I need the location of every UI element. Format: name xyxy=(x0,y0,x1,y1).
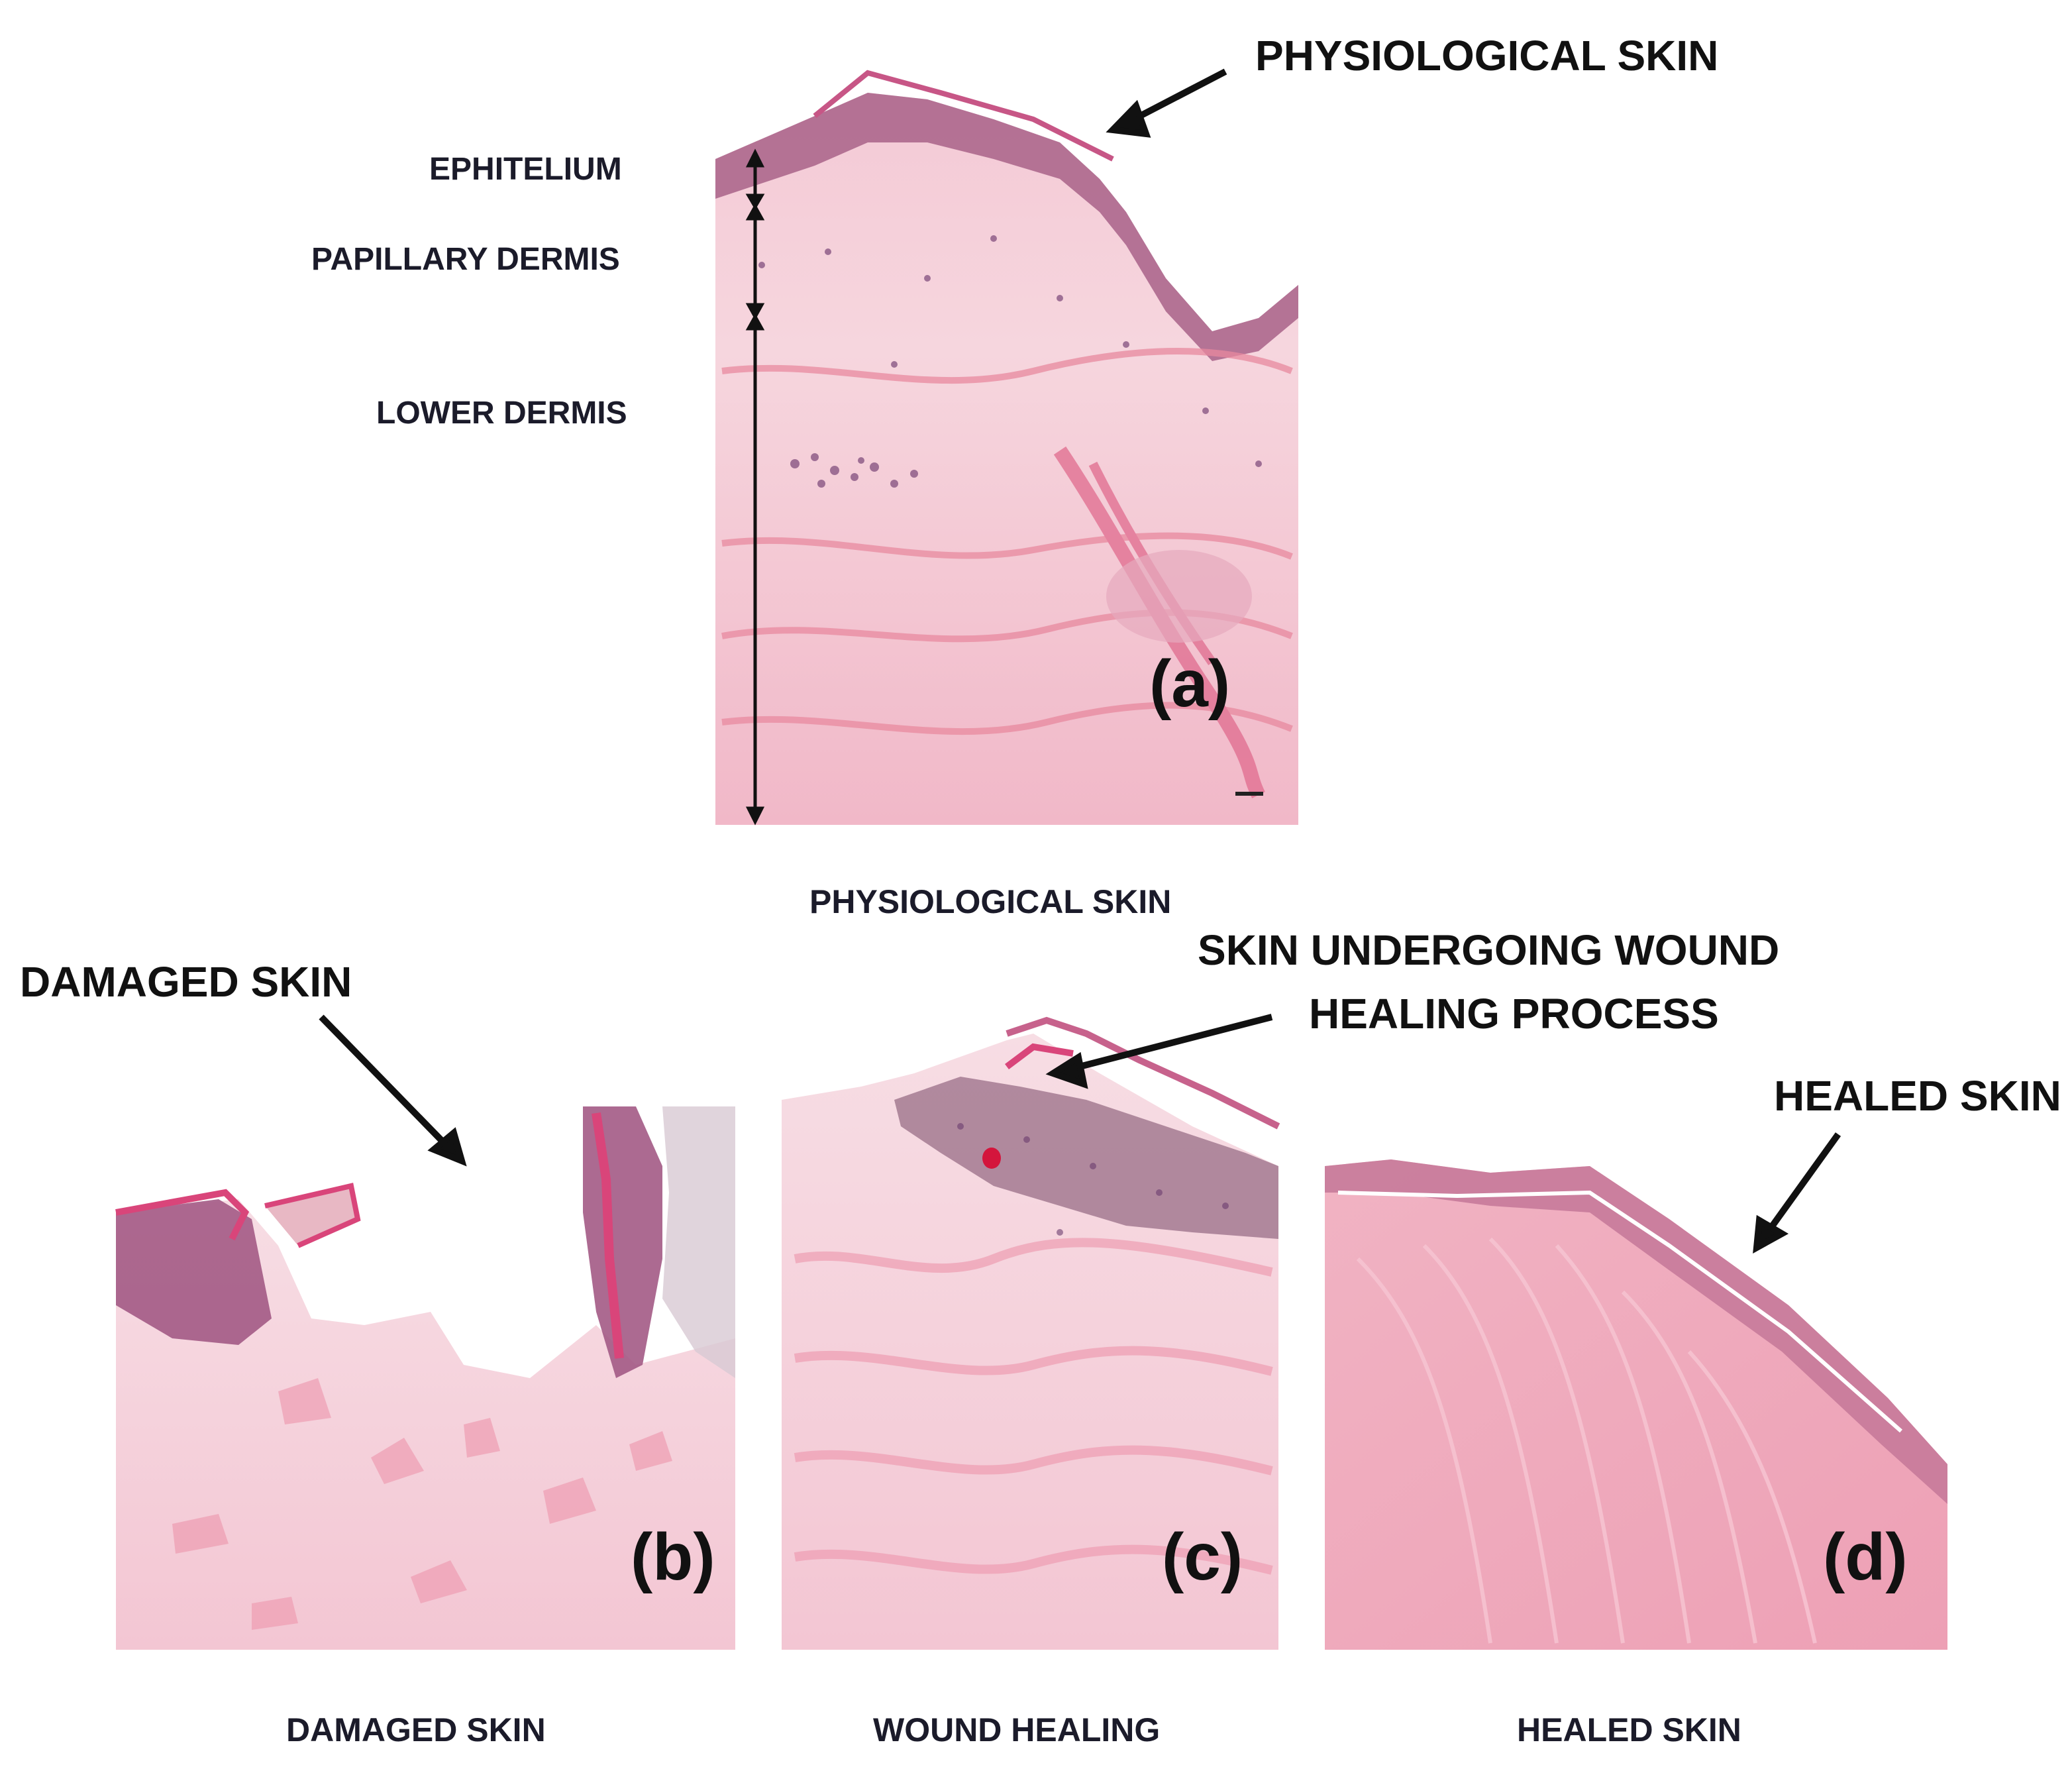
panel-d-image xyxy=(1325,1159,1947,1650)
callout-healed-skin: HEALED SKIN xyxy=(1774,1072,2061,1120)
caption-wound-healing: WOUND HEALING xyxy=(873,1711,1161,1748)
panel-b-letter: (b) xyxy=(631,1520,715,1594)
caption-damaged-skin: DAMAGED SKIN xyxy=(286,1711,546,1748)
panel-a-image xyxy=(715,70,1298,825)
layer-label-lower-dermis: LOWER DERMIS xyxy=(376,396,627,431)
panel-d-letter: (d) xyxy=(1823,1520,1908,1594)
arrow-healed xyxy=(1753,1132,1841,1254)
layer-label-epithelium: EPHITELIUM xyxy=(429,152,622,187)
panel-c-letter: (c) xyxy=(1162,1520,1243,1594)
callout-damaged-skin: DAMAGED SKIN xyxy=(20,958,352,1006)
callout-wound-healing-line1: SKIN UNDERGOING WOUND xyxy=(1198,926,1780,974)
callout-physiological-skin: PHYSIOLOGICAL SKIN xyxy=(1255,32,1719,80)
arrow-damaged xyxy=(319,1014,467,1167)
arrow-wound-healing xyxy=(1045,1014,1273,1089)
caption-physiological-skin: PHYSIOLOGICAL SKIN xyxy=(809,883,1172,920)
panel-a-letter: (a) xyxy=(1149,647,1231,721)
panel-c-image xyxy=(782,1016,1280,1650)
arrow-physiological xyxy=(1106,68,1227,138)
layer-arrows xyxy=(745,148,765,826)
panel-b-image xyxy=(115,1106,735,1650)
caption-healed-skin: HEALED SKIN xyxy=(1517,1711,1741,1748)
layer-label-papillary-dermis: PAPILLARY DERMIS xyxy=(311,242,620,277)
callout-wound-healing-line2: HEALING PROCESS xyxy=(1309,990,1719,1038)
